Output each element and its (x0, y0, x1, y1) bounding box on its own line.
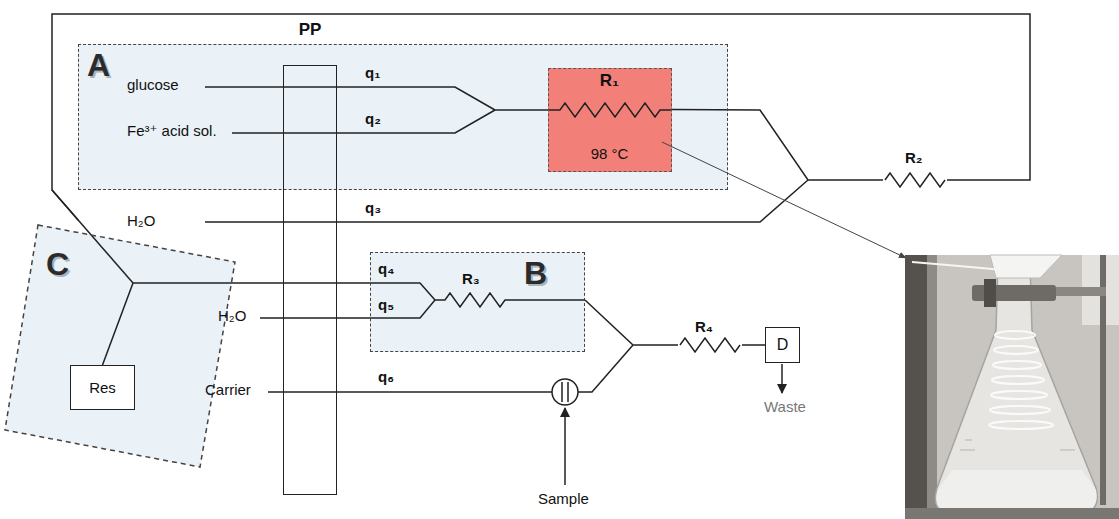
component-label: q₄ (378, 260, 394, 277)
component-label: q₆ (378, 368, 394, 385)
clamp-jaw (984, 279, 996, 307)
stream-label: H₂O (218, 307, 246, 324)
component-label: q₃ (365, 199, 381, 216)
flask-cover (990, 255, 1062, 278)
stream-label: Sample (538, 490, 589, 507)
coil-turn (995, 331, 1035, 339)
region-fill (78, 44, 728, 190)
coil-turn (993, 361, 1041, 369)
resistor-symbol (885, 173, 945, 187)
resistor-ground (883, 170, 947, 190)
coil-turn (991, 391, 1047, 399)
photo-pointer (662, 142, 906, 258)
region-letter: B (524, 255, 547, 292)
node-label: D (777, 336, 789, 354)
tubing (52, 87, 808, 392)
component-label: R₄ (695, 318, 713, 335)
flask-graduation (960, 440, 1075, 450)
tube-line (495, 109, 548, 111)
tube-line (205, 87, 495, 110)
tube-line (205, 180, 808, 222)
coil-turn (989, 421, 1053, 429)
tube-line (232, 110, 495, 133)
coil-turn (992, 376, 1044, 384)
flask-photo (905, 255, 1119, 519)
component-label: q₁ (365, 64, 380, 81)
resistor-symbol (435, 293, 585, 307)
heater-fill (548, 68, 672, 172)
region-box: B (370, 252, 585, 352)
valve-loop (562, 382, 568, 402)
glass-coil (989, 331, 1053, 429)
stream-label: Waste (764, 398, 806, 415)
region-fill (370, 252, 585, 352)
coil-turn (994, 346, 1038, 354)
tube-line (268, 391, 552, 393)
node-label: PP (299, 20, 322, 40)
tube-connector (103, 283, 371, 365)
resistor-symbol (680, 338, 740, 352)
pump-box: PP (283, 65, 337, 495)
coil-turn (990, 406, 1050, 414)
component-label: R₃ (462, 270, 480, 287)
component-label: R₂ (905, 149, 923, 166)
region-letter: A (87, 47, 110, 84)
reactor-coil-box: R₁ 98 °C (548, 68, 672, 172)
photo-frame-strip (905, 255, 927, 519)
component-label: q₅ (378, 296, 394, 313)
sample-arrow (564, 408, 566, 485)
waste-arrow (781, 364, 783, 393)
tube (912, 262, 1003, 270)
node-label: R₁ (600, 71, 619, 91)
region-box: A R₁ 98 °C (78, 44, 728, 190)
region-outline-shape (0, 220, 240, 470)
region-outline-shape (5, 225, 235, 467)
tube-line (260, 300, 435, 318)
region-outline: C Res (0, 220, 240, 470)
tube-line (578, 345, 633, 392)
resistor-symbol (548, 103, 672, 117)
tube-connector (52, 14, 1030, 220)
stream-label: glucose (127, 76, 179, 93)
stream-label: Fe³⁺ acid sol. (127, 122, 217, 139)
injection-valve (552, 379, 578, 405)
flask-body (935, 262, 1097, 514)
detector-box: D (765, 327, 800, 363)
node-label: 98 °C (591, 145, 629, 162)
resistor-ground (678, 335, 742, 355)
stand-base (905, 508, 1119, 519)
node-label: Res (89, 379, 116, 396)
region-letter: C (46, 246, 69, 283)
stream-label: H₂O (127, 212, 155, 229)
stream-label: Carrier (205, 381, 251, 398)
photo-ground (905, 255, 1119, 519)
component-label: q₂ (365, 110, 381, 127)
flask-liquid (937, 470, 1097, 512)
region-fill (5, 225, 235, 467)
reservoir-box: Res (70, 365, 135, 410)
photo-frame-strip (927, 255, 937, 519)
clamp-arm (1056, 287, 1106, 296)
